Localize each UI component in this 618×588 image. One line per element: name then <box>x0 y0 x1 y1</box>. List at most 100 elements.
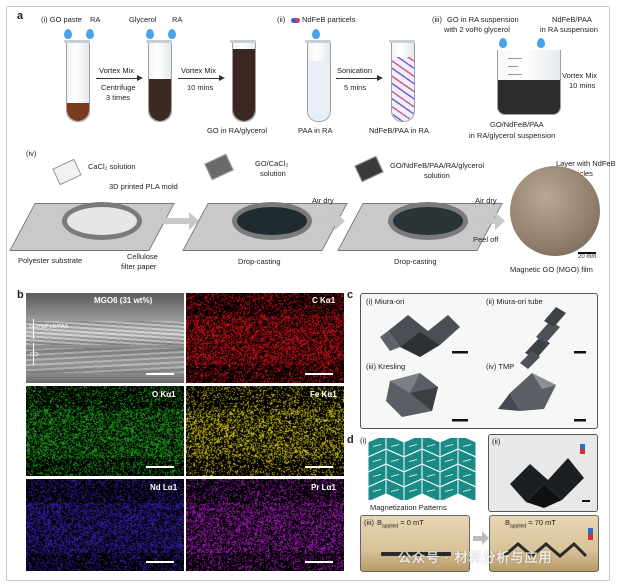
paa-in-ra-label: PAA in RA <box>298 126 333 135</box>
o-map-label: O Kα1 <box>152 390 176 399</box>
magnetization-arrow-icon <box>444 474 454 477</box>
step-ii-label: (ii) <box>277 15 286 24</box>
tube-ndfeb-paa <box>391 43 415 122</box>
miura-origami-photo <box>510 444 590 508</box>
sonication-label: Sonication <box>337 66 373 75</box>
magnetization-arrow-icon <box>462 474 472 477</box>
b0-subscript: applied <box>382 523 399 530</box>
tube-rim <box>305 40 331 43</box>
mgo-film <box>510 166 600 256</box>
scale-bar <box>146 561 174 563</box>
miura-ori-tube-label: (ii) Miura-ori tube <box>486 297 543 306</box>
arrow-icon <box>317 218 335 224</box>
element-map-canvas <box>26 386 184 476</box>
tube-paa <box>307 43 331 122</box>
vortex-mix-2: Vortex Mix <box>181 66 217 75</box>
arrow-head-icon <box>495 212 505 230</box>
magnetization-arrow-icon <box>372 444 382 447</box>
nd-element-map <box>26 479 184 571</box>
air-dry-1: Air dry <box>312 196 334 205</box>
element-map-canvas <box>186 386 344 476</box>
magnetization-arrow-icon <box>390 489 400 492</box>
scale-bar <box>305 466 333 468</box>
arrow-icon <box>473 218 495 224</box>
d-ii-label: (ii) <box>492 437 501 446</box>
panel-a-letter: a <box>17 10 24 22</box>
magnetization-arrow-icon <box>426 474 436 477</box>
photo-0mt <box>360 515 470 572</box>
drop-icon <box>499 38 507 48</box>
scale-bar <box>146 373 174 375</box>
vortex-mix-3: Vortex Mix <box>562 71 598 80</box>
scale-bar <box>578 252 596 254</box>
b70-label: Bapplied = 70 mT <box>505 518 556 530</box>
origami-drawings <box>380 307 586 422</box>
in-ra-glycerol-suspension-label: in RA/glycerol suspension <box>469 131 556 140</box>
peel-off-label: Peel off <box>473 235 499 244</box>
pla-mold-filled <box>388 202 468 240</box>
magnetization-arrow-icon <box>408 489 418 492</box>
pattern-cell <box>421 478 441 500</box>
arrow-icon <box>336 74 383 81</box>
step-iii-label: (iii) <box>432 15 442 24</box>
panel-b-letter: b <box>17 289 24 301</box>
air-dry-2: Air dry <box>475 196 497 205</box>
arrow-icon <box>178 74 225 81</box>
scale-bar <box>305 373 333 375</box>
magnetization-arrow-icon <box>408 444 418 447</box>
magnetization-arrow-icon <box>408 459 418 462</box>
cacl2-solution-label: CaCl₂ solution <box>88 162 136 171</box>
tube-rim <box>389 40 415 43</box>
mgo-film-label: Magnetic GO (MGO) film <box>510 265 593 274</box>
arrow-icon <box>96 74 143 81</box>
pr-element-map <box>186 479 344 571</box>
ndfeb-particles-label: NdFeB particels <box>302 15 356 24</box>
magnetization-arrow-icon <box>408 474 418 477</box>
magnetization-arrow-icon <box>390 474 400 477</box>
ra-label-1: RA <box>90 15 101 24</box>
go-in-ra-suspension-label: GO in RA suspension <box>447 15 519 24</box>
magnetization-arrow-icon <box>372 459 382 462</box>
b70-symbol: B <box>505 518 511 527</box>
figure-frame <box>6 6 610 581</box>
pla-mold-filled <box>232 202 312 240</box>
ndfeb-paa-label: NdFeB/PAA <box>552 15 592 24</box>
tmp-label: (iv) TMP <box>486 362 515 371</box>
magnetization-arrow-icon <box>462 444 472 447</box>
beaker <box>497 50 561 115</box>
nd-map-label: Nd Lα1 <box>150 483 178 492</box>
glycerol-label: Glycerol <box>129 15 157 24</box>
b0-label: Bapplied = 0 mT <box>377 518 424 530</box>
cellulose-label-1: Cellulose <box>127 252 158 261</box>
tube-rim <box>230 40 256 43</box>
solution-label-1: solution <box>260 169 286 178</box>
b70-value: = 70 mT <box>526 518 556 527</box>
c-element-map <box>186 293 344 383</box>
o-element-map <box>26 386 184 476</box>
polyester-substrate-label: Polyester substrate <box>18 256 83 265</box>
scale-bar <box>305 561 333 563</box>
c-map-label: C Kα1 <box>312 296 336 305</box>
centrifuge-label: Centrifuge <box>101 83 136 92</box>
tube-go-ra-glycerol <box>232 43 256 122</box>
panel-c-letter: c <box>347 289 354 301</box>
magnetization-arrow-icon <box>426 459 436 462</box>
magnetization-arrow-icon <box>372 474 382 477</box>
magnetization-arrow-icon <box>390 444 400 447</box>
pla-mold-label: 3D printed PLA mold <box>109 182 178 191</box>
cellulose-label-2: filter paper <box>121 262 157 271</box>
five-mins-label: 5 mins <box>344 83 367 92</box>
panel-d-letter: d <box>347 434 354 446</box>
arrow-icon <box>161 218 189 224</box>
d-i-label: (i) <box>360 436 367 445</box>
patterns-label: Magnetization Patterns <box>370 503 447 512</box>
arrow-head-icon <box>482 531 489 545</box>
magnetization-arrow-icon <box>426 444 436 447</box>
drop-icon <box>146 29 154 39</box>
magnetization-pattern <box>368 438 477 500</box>
tube-rim <box>64 40 90 43</box>
arrow-icon <box>473 536 483 541</box>
drop-icon <box>86 29 94 39</box>
layer-top-label: GO/NdFeB/PAA <box>29 324 69 330</box>
